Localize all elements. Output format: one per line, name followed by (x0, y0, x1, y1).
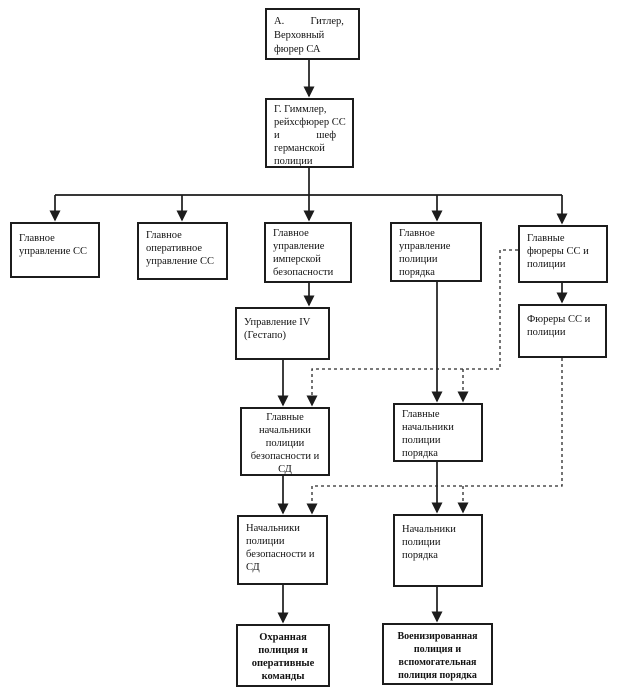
node-militarized-auxiliary-order-police: Военизированная полиция и вспомогательна… (382, 623, 493, 685)
node-heads-order-police: Начальники полиции порядка (393, 514, 483, 587)
edge-ssf-nach-sd-dashed (306, 358, 563, 515)
edge-hssf-gnach-sd-dashed (306, 249, 518, 407)
node-higher-ss-police-fuhrers: Главные фюреры СС и полиции (518, 225, 608, 283)
node-chief-heads-order-police: Главные начальники полиции порядка (393, 403, 483, 462)
node-department-iv-gestapo: Управление IV (Гестапо) (235, 307, 330, 360)
node-ss-main-office: Главное управление СС (10, 222, 100, 278)
node-guard-police-operational-teams: Охранная полиция и оперативные команды (236, 624, 330, 687)
node-hitler-supreme-fuhrer-sa: А. Гитлер, Верховный фюрер СА (265, 8, 360, 60)
node-reich-security-main-office: Главное управление имперской безопасност… (264, 222, 352, 283)
node-order-police-main-office: Главное управление полиции порядка (390, 222, 482, 282)
node-himmler-reichsfuhrer-ss: Г. Гиммлер, рейхсфюрер СС и шеф германск… (265, 98, 354, 168)
node-ss-operational-main-office: Главное оперативное управление СС (137, 222, 228, 280)
node-ss-police-fuhrers: Фюреры СС и полиции (518, 304, 607, 358)
node-heads-security-police-sd: Начальники полиции безопасности и СД (237, 515, 328, 585)
node-chief-heads-security-police-sd: Главные начальники полиции безопасности … (240, 407, 330, 476)
